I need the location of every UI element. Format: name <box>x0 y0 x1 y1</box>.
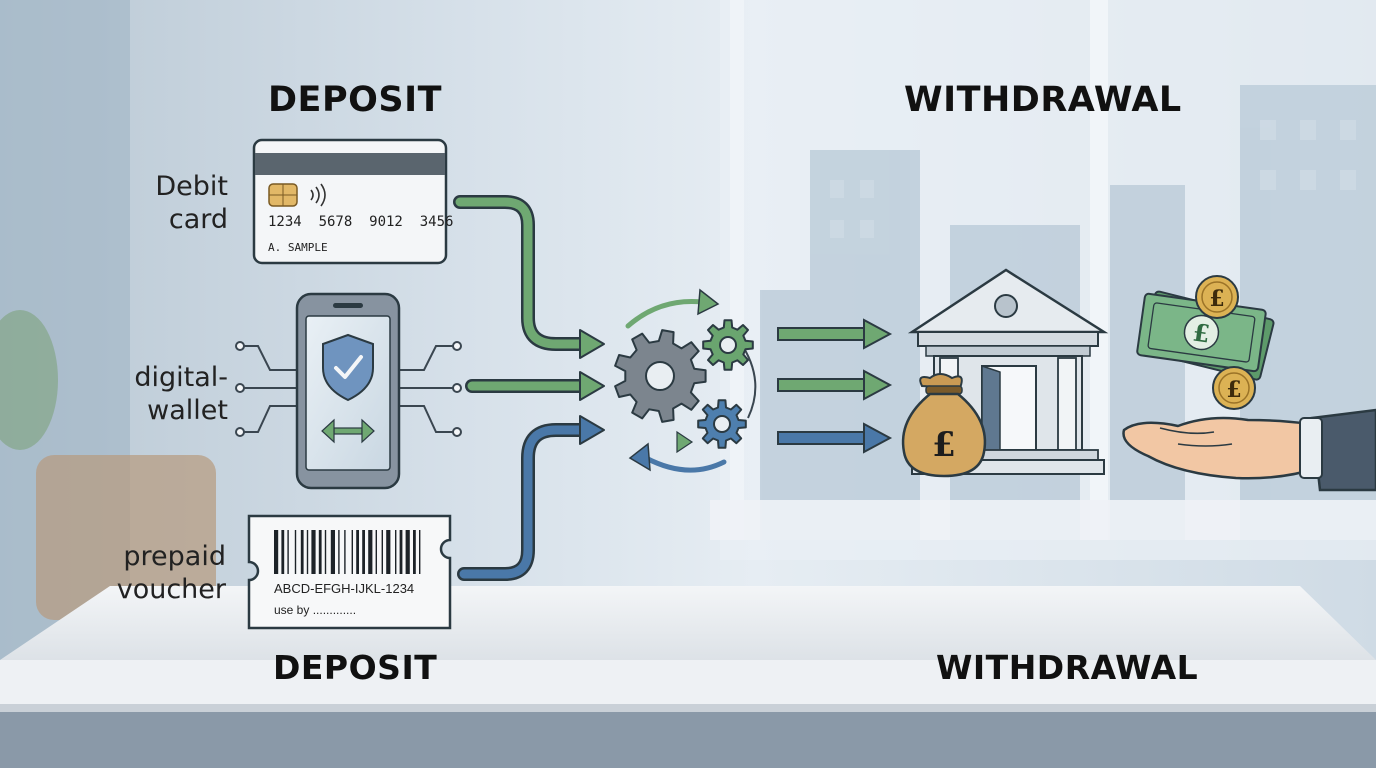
credit-card-icon: 1234 5678 9012 3456 A. SAMPLE <box>252 138 453 265</box>
money-bag-currency-symbol: £ <box>932 425 956 465</box>
heading-withdrawal-top: WITHDRAWAL <box>904 80 1182 120</box>
deposit-flow-arrows <box>453 195 605 581</box>
label-prepaid-voucher-line1: prepaid <box>123 541 226 572</box>
label-prepaid-voucher-line2: voucher <box>116 574 226 605</box>
arrow-prepaid-voucher-to-processing <box>457 415 605 581</box>
heading-deposit-top: DEPOSIT <box>268 80 442 120</box>
heading-withdrawal-bottom: WITHDRAWAL <box>936 648 1199 687</box>
label-debit-card: Debit card <box>155 170 228 236</box>
barcode <box>274 530 421 574</box>
transfer-arrows-icon <box>321 418 375 444</box>
checkmark-icon <box>334 355 363 379</box>
shield-icon <box>322 333 374 402</box>
money-bag-icon: £ <box>901 373 987 478</box>
arrow-processing-to-bank-bottom <box>777 422 893 454</box>
gear-small-green-icon <box>702 319 754 371</box>
voucher-use-by: use by ............. <box>274 603 356 617</box>
voucher-barcode-icon: ABCD-EFGH-IJKL-1234 use by ............. <box>247 514 452 630</box>
arrow-processing-to-bank-top <box>777 318 893 350</box>
smartphone-shield-icon <box>235 292 462 490</box>
label-debit-card-line1: Debit <box>155 171 228 202</box>
heading-deposit-bottom: DEPOSIT <box>273 648 438 687</box>
voucher-code: ABCD-EFGH-IJKL-1234 <box>274 581 414 596</box>
coin-top-currency-symbol: £ <box>1209 286 1224 312</box>
gears-processing-icon <box>614 288 757 473</box>
arrow-debit-card-to-processing <box>453 195 605 359</box>
gear-large-icon <box>614 329 707 423</box>
open-hand-icon <box>1122 408 1376 492</box>
gear-small-blue-icon <box>697 399 747 449</box>
label-digital-wallet-line1: digital- <box>134 362 228 393</box>
cycle-arrow-bottom <box>643 455 727 473</box>
withdrawal-flow-arrows <box>777 318 893 454</box>
cycle-arrow-top <box>625 299 705 329</box>
coin-bottom-currency-symbol: £ <box>1226 377 1241 403</box>
label-digital-wallet-line2: wallet <box>147 395 228 426</box>
banknote-currency-symbol: £ <box>1191 317 1212 348</box>
label-debit-card-line2: card <box>168 204 228 235</box>
label-prepaid-voucher: prepaid voucher <box>117 540 226 606</box>
coin-icon: £ <box>1212 366 1256 410</box>
arrow-digital-wallet-to-processing <box>465 371 605 401</box>
arrow-processing-to-bank-middle <box>777 369 893 401</box>
label-digital-wallet: digital- wallet <box>134 361 228 427</box>
card-holder-name: A. SAMPLE <box>268 241 328 254</box>
card-number: 1234 5678 9012 3456 <box>268 214 453 230</box>
coin-icon: £ <box>1195 275 1239 319</box>
